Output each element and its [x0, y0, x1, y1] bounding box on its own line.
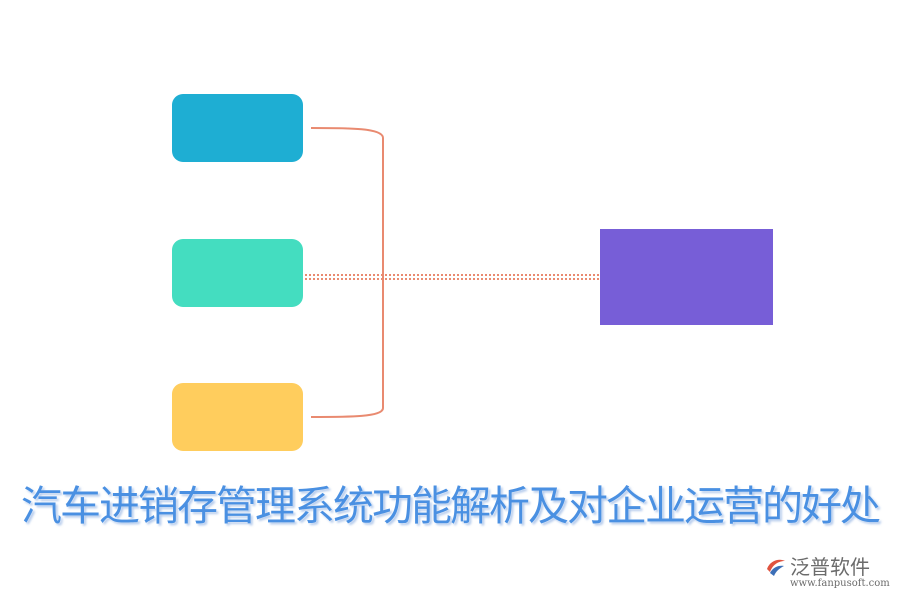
- diagram-node-blue: [172, 94, 303, 162]
- diagram-node-teal: [172, 239, 303, 307]
- diagram-node-target: [600, 229, 773, 325]
- brand-url: www.fanpusoft.com: [790, 578, 890, 589]
- brand-watermark: 泛普软件 www.fanpusoft.com: [764, 555, 890, 595]
- diagram-node-yellow: [172, 383, 303, 451]
- bracket-bottom-arm: [310, 278, 384, 418]
- brand-name: 泛普软件: [790, 555, 870, 579]
- bracket-top-arm: [310, 127, 384, 278]
- page-title: 汽车进销存管理系统功能解析及对企业运营的好处: [21, 482, 881, 530]
- fanpu-logo-icon: [767, 559, 785, 576]
